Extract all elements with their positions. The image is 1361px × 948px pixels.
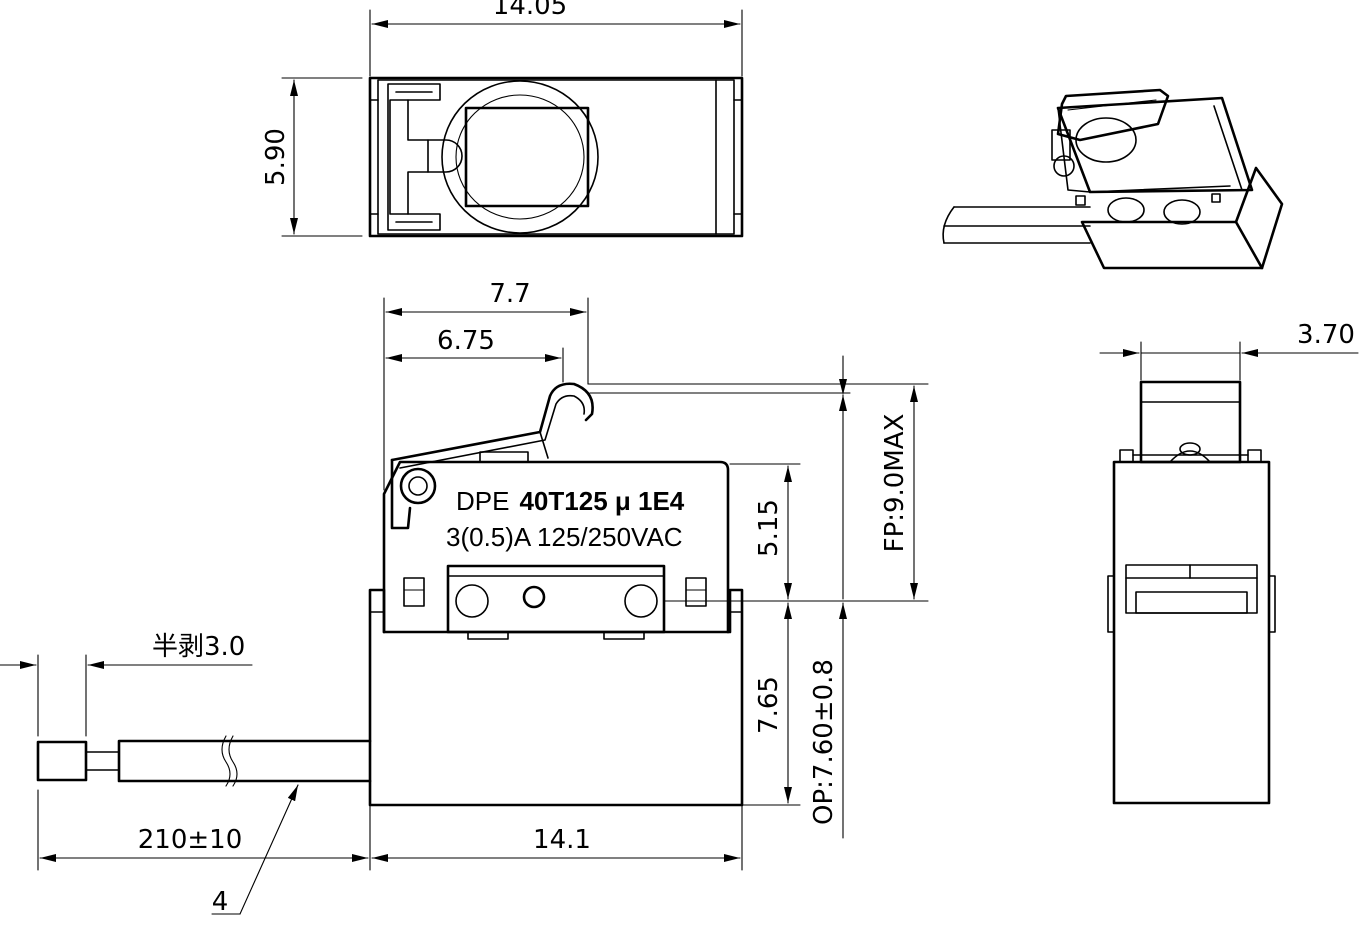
dim-operating-position: OP:7.60±0.8 bbox=[809, 659, 839, 825]
dim-actuator-tip: 7.7 bbox=[489, 279, 530, 309]
dim-body-length: 14.1 bbox=[533, 825, 591, 855]
dim-lead-length: 210±10 bbox=[138, 825, 243, 855]
dim-body-height: 5.15 bbox=[754, 499, 784, 557]
dim-top-height: 5.90 bbox=[261, 128, 291, 186]
dim-end-view-width: 3.70 bbox=[1297, 320, 1355, 350]
end-view: 3.70 bbox=[1099, 320, 1359, 805]
marking-brand: DPE bbox=[456, 486, 509, 516]
dim-top-width: 14.05 bbox=[493, 0, 567, 21]
dim-free-position: FP:9.0MAX bbox=[880, 414, 910, 553]
dim-mount-height: 7.65 bbox=[754, 676, 784, 734]
front-view: DPE 40T125 μ 1E4 3(0.5)A 125/250VAC 7.7 6… bbox=[368, 279, 929, 871]
lead-wire: 半剥3.0 210±10 4 bbox=[0, 632, 372, 917]
top-view: 14.05 5.90 bbox=[261, 0, 744, 238]
marking-rating: 3(0.5)A 125/250VAC bbox=[446, 522, 683, 552]
callout-wire: 4 bbox=[212, 887, 229, 917]
marking-model: 40T125 μ 1E4 bbox=[519, 486, 684, 516]
isometric-view bbox=[942, 88, 1284, 270]
dim-roller-pos: 6.75 bbox=[437, 326, 495, 356]
dim-strip-length: 半剥3.0 bbox=[152, 632, 245, 662]
